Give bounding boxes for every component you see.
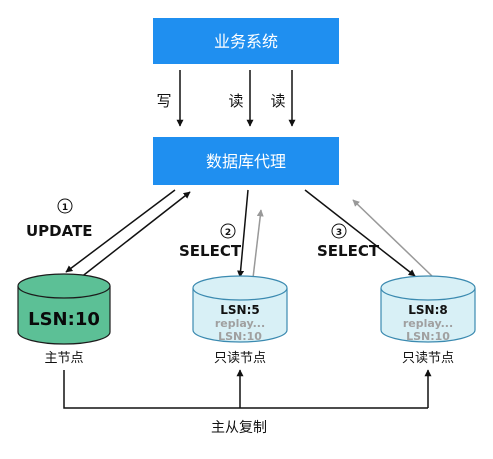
- primary-caption: 主节点: [44, 351, 83, 366]
- step-3-number: 3: [336, 228, 342, 238]
- step-2-number: 2: [225, 228, 231, 238]
- step-3: 3 SELECT: [317, 223, 380, 260]
- replica-1-caption: 只读节点: [214, 351, 266, 366]
- step-2-label: SELECT: [179, 242, 242, 260]
- step-1-label: UPDATE: [26, 222, 93, 240]
- replica-2-lsn: LSN:8: [408, 303, 447, 317]
- update-arrow-down: [65, 189, 176, 273]
- step-1: 1 UPDATE: [26, 198, 93, 240]
- primary-node: LSN:10: [17, 273, 111, 345]
- replica-node-2: LSN:8 replay... LSN:10: [380, 275, 476, 343]
- primary-lsn: LSN:10: [28, 309, 100, 330]
- step-3-label: SELECT: [317, 242, 380, 260]
- step-1-number: 1: [62, 203, 68, 213]
- step-2: 2 SELECT: [179, 223, 242, 260]
- business-system-box: 业务系统: [153, 18, 339, 64]
- business-system-label: 业务系统: [214, 32, 278, 51]
- replica-2-target: LSN:10: [406, 330, 450, 343]
- replica-1-replay: replay...: [215, 317, 265, 330]
- read-label-1: 读: [228, 92, 243, 110]
- replication-label: 主从复制: [211, 419, 267, 436]
- read-label-2: 读: [270, 92, 285, 110]
- replica-2-replay: replay...: [403, 317, 453, 330]
- write-label: 写: [156, 92, 171, 110]
- update-arrow-up: [79, 191, 191, 279]
- select-arrow-2: [304, 189, 416, 277]
- replica-2-caption: 只读节点: [402, 351, 454, 366]
- select-return-arrow-1: [252, 209, 264, 279]
- proxy-box: 数据库代理: [153, 137, 339, 185]
- select-arrow-1: [237, 189, 249, 278]
- proxy-label: 数据库代理: [206, 152, 286, 171]
- replication-line: [63, 370, 428, 409]
- replica-1-target: LSN:10: [218, 330, 262, 343]
- select-return-arrow-2: [352, 199, 433, 277]
- replica-node-1: LSN:5 replay... LSN:10: [192, 275, 288, 343]
- replica-1-lsn: LSN:5: [220, 303, 259, 317]
